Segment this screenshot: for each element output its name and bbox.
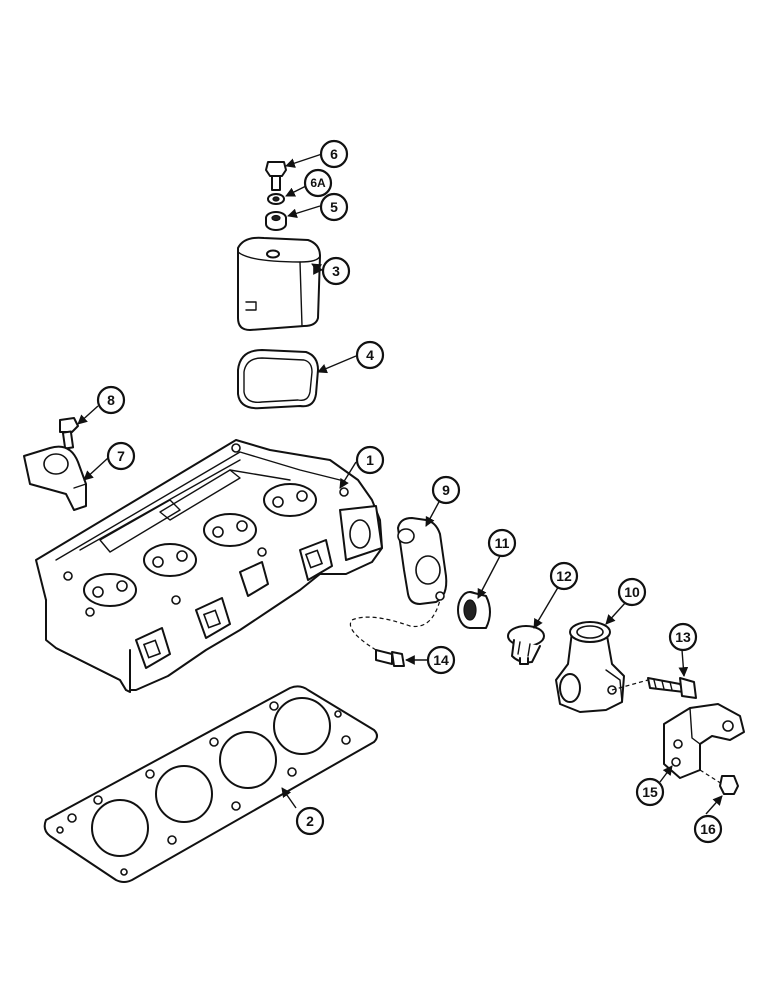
callout-13: 13 (668, 622, 698, 652)
leader-line (285, 185, 307, 197)
leader-line (77, 405, 99, 425)
leader-line (705, 795, 723, 815)
svg-text:5: 5 (330, 199, 338, 215)
callout-11: 11 (487, 528, 517, 558)
thermostat-gasket-part (397, 517, 448, 605)
callout-14: 14 (426, 645, 456, 675)
callout-6a: 6A (303, 168, 333, 198)
leader-line (425, 499, 441, 527)
svg-text:14: 14 (433, 652, 449, 668)
svg-text:1: 1 (366, 452, 374, 468)
svg-text:15: 15 (642, 784, 658, 800)
svg-text:13: 13 (675, 629, 691, 645)
svg-text:16: 16 (700, 821, 716, 837)
leader-line (287, 205, 321, 219)
svg-text:12: 12 (556, 568, 572, 584)
leader-line (281, 787, 297, 809)
callout-16: 16 (693, 814, 723, 844)
thermostat-part (507, 625, 545, 665)
lifting-bracket-part (23, 445, 87, 511)
callout-9: 9 (431, 475, 461, 505)
callout-8: 8 (96, 385, 126, 415)
callout-5: 5 (319, 192, 349, 222)
thermostat-seal-part (457, 591, 491, 629)
callout-3: 3 (321, 256, 351, 286)
mounting-bracket-part (663, 703, 745, 779)
thermostat-housing-part (555, 621, 625, 713)
svg-text:10: 10 (624, 584, 640, 600)
svg-text:4: 4 (366, 347, 374, 363)
leader-line (659, 765, 673, 783)
leader-line (477, 555, 501, 599)
svg-text:6A: 6A (310, 176, 326, 190)
callout-12: 12 (549, 561, 579, 591)
leader-line (339, 461, 357, 489)
alignment-line (349, 599, 441, 651)
svg-text:7: 7 (117, 448, 125, 464)
callout-7: 7 (106, 441, 136, 471)
callout-4: 4 (355, 340, 385, 370)
leader-line (317, 355, 357, 374)
callout-2: 2 (295, 806, 325, 836)
svg-text:2: 2 (306, 813, 314, 829)
valve-cover-part (237, 236, 321, 331)
callout-1: 1 (355, 445, 385, 475)
lift-bracket-bolt-part (59, 417, 79, 450)
leader-line (83, 457, 109, 481)
leader-line (605, 601, 627, 625)
gasket-bolt-part (375, 649, 405, 667)
housing-bolt-part (647, 677, 697, 699)
alignment-line (699, 769, 723, 785)
alignment-line (611, 679, 649, 691)
svg-text:8: 8 (107, 392, 115, 408)
bracket-bolt-part (719, 775, 739, 795)
leader-line (533, 583, 561, 629)
svg-text:3: 3 (332, 263, 340, 279)
washer-part (267, 193, 285, 205)
bolt-part (265, 161, 287, 191)
leader-line (285, 153, 323, 168)
svg-text:9: 9 (442, 482, 450, 498)
cylinder-head-part (35, 439, 383, 693)
svg-text:6: 6 (330, 146, 338, 162)
callout-15: 15 (635, 777, 665, 807)
callout-6: 6 (319, 139, 349, 169)
valve-cover-gasket-part (237, 349, 319, 410)
leader-line (678, 649, 689, 677)
svg-text:11: 11 (495, 535, 510, 551)
callout-10: 10 (617, 577, 647, 607)
leader-line (311, 263, 323, 273)
seal-part (265, 211, 287, 231)
head-gasket-part (43, 685, 378, 883)
